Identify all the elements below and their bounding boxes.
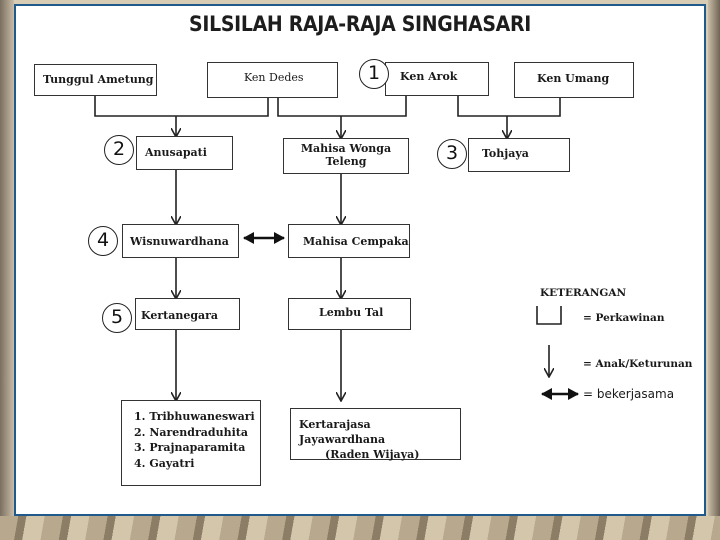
label-tunggul-ametung: Tunggul Ametung (43, 73, 154, 86)
marker-3: 3 (437, 139, 467, 169)
diagram-title: SILSILAH RAJA-RAJA SINGHASARI (189, 12, 531, 36)
legend-marriage-label: = Perkawinan (583, 312, 665, 324)
label-ken-arok: Ken Arok (400, 70, 458, 83)
background-right-edge (708, 0, 720, 540)
label-ken-dedes: Ken Dedes (244, 71, 304, 84)
marker-4: 4 (88, 226, 118, 256)
label-wisnuwardhana: Wisnuwardhana (130, 235, 229, 248)
legend-marriage-symbol (536, 306, 562, 325)
label-mahisa-wonga-line1: Mahisa Wonga (300, 142, 392, 155)
box-tunggul-ametung: Tunggul Ametung (34, 64, 157, 96)
label-mahisa-wonga-line2: Teleng (325, 155, 367, 168)
label-lembu-tal: Lembu Tal (319, 306, 384, 319)
background-bottom-strip (0, 516, 720, 540)
label-kertarajasa-line1: Kertarajasa Jayawardhana (299, 418, 386, 446)
box-ken-umang: Ken Umang (514, 62, 634, 98)
marriage-line-arok-umang (457, 96, 561, 117)
marriage-line-tunggul-dedes (94, 96, 269, 117)
list-item: 3. Prajnaparamita (134, 441, 246, 454)
box-mahisa-cempaka: Mahisa Cempaka (288, 224, 410, 258)
box-ken-arok: Ken Arok (385, 62, 489, 96)
list-item: 4. Gayatri (134, 456, 195, 470)
box-kertanegara: Kertanegara (135, 298, 240, 330)
box-lembu-tal: Lembu Tal (288, 298, 411, 330)
box-kertarajasa: Kertarajasa Jayawardhana (Raden Wijaya) (290, 408, 461, 461)
box-anusapati: Anusapati (136, 136, 233, 170)
box-daughters-list: 1. Tribhuwaneswari 2. Narendraduhita 3. … (121, 400, 261, 486)
legend-heading: KETERANGAN (540, 287, 627, 299)
legend-cooperation-label: = bekerjasama (583, 387, 675, 401)
list-item: 2. Narendraduhita (134, 425, 248, 439)
label-mahisa-cempaka: Mahisa Cempaka (303, 235, 409, 248)
box-ken-dedes: Ken Dedes (207, 62, 338, 98)
label-kertanegara: Kertanegara (141, 309, 219, 322)
label-kertarajasa-line2: (Raden Wijaya) (325, 448, 420, 461)
label-anusapati: Anusapati (145, 146, 207, 159)
legend-descent-label: = Anak/Keturunan (583, 358, 693, 370)
marker-5: 5 (102, 303, 132, 333)
background-left-edge (0, 0, 14, 540)
label-ken-umang: Ken Umang (537, 72, 610, 85)
label-tohjaya: Tohjaya (482, 147, 529, 160)
box-wisnuwardhana: Wisnuwardhana (122, 224, 239, 258)
marker-2: 2 (104, 135, 134, 165)
marriage-line-dedes-arok (277, 96, 407, 117)
marker-1: 1 (359, 59, 389, 89)
box-mahisa-wonga-teleng: Mahisa Wonga Teleng (283, 138, 409, 174)
box-tohjaya: Tohjaya (468, 138, 570, 172)
list-item: 1. Tribhuwaneswari (134, 410, 255, 423)
